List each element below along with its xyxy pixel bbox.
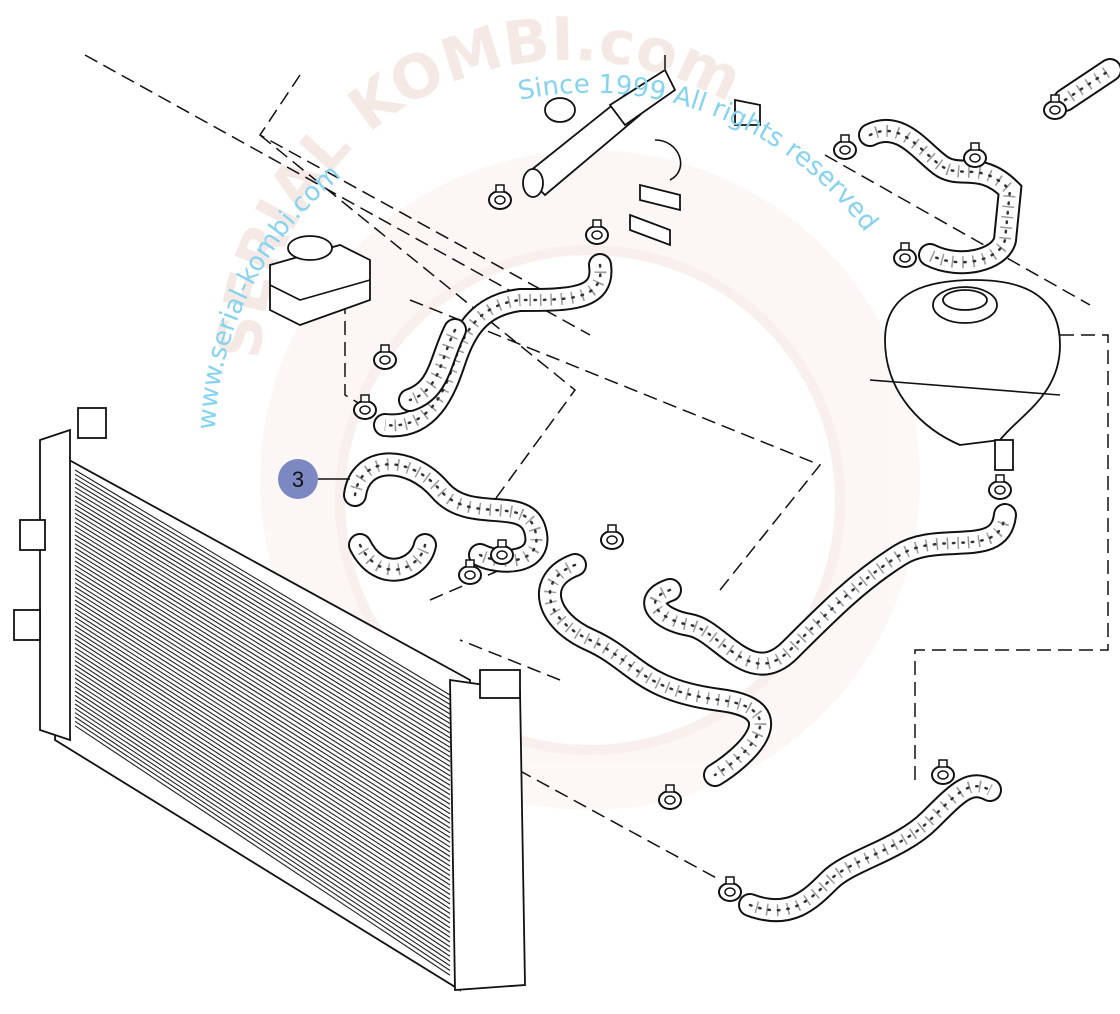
callout-3[interactable]: 3 (278, 459, 350, 499)
radiator-fin (74, 647, 451, 891)
radiator-fin (74, 595, 451, 834)
hose-clamp[interactable] (600, 524, 624, 550)
radiator-fin (74, 508, 451, 739)
radiator-fin (74, 638, 451, 881)
hose-clamp[interactable] (718, 876, 742, 902)
radiator-fin (74, 517, 451, 748)
coolant-hose[interactable] (373, 253, 613, 438)
coolant-hose[interactable] (858, 118, 1023, 275)
radiator-fin (74, 534, 451, 767)
radiator-fin (74, 473, 451, 701)
hose-clamp[interactable] (353, 394, 377, 420)
radiator-fin (74, 530, 451, 762)
radiator-fin (74, 469, 451, 696)
radiator-fin (74, 495, 451, 724)
radiator-fin (74, 590, 451, 829)
radiator-fin (74, 556, 451, 791)
radiator-fin (74, 577, 451, 815)
radiator-fin (74, 668, 451, 914)
radiator-fin (74, 699, 451, 948)
radiator-fin (74, 716, 451, 967)
radiator-fin (74, 703, 451, 952)
coolant-hose[interactable] (1053, 58, 1120, 112)
radiator-fin (74, 660, 451, 905)
radiator-fin (74, 478, 451, 705)
hose-clamp[interactable] (893, 242, 917, 268)
radiator-fin (74, 625, 451, 867)
radiator-fin (74, 486, 451, 715)
radiator-fin (74, 651, 451, 895)
hose-clamp[interactable] (963, 142, 987, 168)
radiator-fin (74, 720, 451, 971)
radiator-fin (74, 547, 451, 781)
coolant-hose[interactable] (348, 533, 437, 582)
radiator-fin (74, 582, 451, 819)
hose-clamp[interactable] (490, 539, 514, 565)
radiator-fin (74, 603, 451, 843)
power-steering-reservoir (269, 235, 371, 326)
radiator-fin (74, 525, 451, 758)
coolant-hose[interactable] (343, 452, 549, 573)
coolant-hoses (343, 58, 1120, 923)
radiator-fin (74, 690, 451, 938)
coolant-hose[interactable] (398, 318, 467, 412)
radiator-fin (74, 621, 451, 862)
hose-clamp[interactable] (458, 559, 482, 585)
radiator-fin (74, 655, 451, 900)
radiator-fin (74, 521, 451, 753)
radiator-fin (74, 694, 451, 943)
hose-clamp[interactable] (1043, 94, 1067, 120)
radiator-fin (74, 612, 451, 853)
radiator-fin (74, 673, 451, 919)
radiator-fin (74, 629, 451, 872)
hose-clamp[interactable] (833, 134, 857, 160)
radiator-fin (74, 569, 451, 805)
hose-clamp[interactable] (988, 474, 1012, 500)
radiator-fin (74, 686, 451, 933)
coolant-hose[interactable] (538, 553, 773, 787)
hose-clamp[interactable] (658, 784, 682, 810)
radiator-fin (74, 551, 451, 786)
radiator-fin (74, 616, 451, 857)
radiator-fin (74, 634, 451, 876)
radiator-fin (74, 560, 451, 796)
radiator-fin (74, 543, 451, 777)
radiator-fin (74, 664, 451, 910)
radiator-fin (74, 681, 451, 929)
radiator-fin (74, 512, 451, 743)
radiator (13, 407, 526, 992)
radiator-fin (74, 642, 451, 886)
radiator-fin (74, 599, 451, 838)
coolant-hose[interactable] (643, 503, 1017, 676)
radiator-fin (74, 499, 451, 729)
leader-lines (84, 54, 1109, 881)
radiator-fin (74, 538, 451, 772)
radiator-fin (74, 608, 451, 848)
radiator-fin (74, 491, 451, 720)
hose-clamp[interactable] (585, 219, 609, 245)
hose-clamp[interactable] (373, 344, 397, 370)
radiator-fin (74, 504, 451, 734)
radiator-fin (74, 677, 451, 924)
radiator-fin (74, 573, 451, 810)
radiator-fin (74, 482, 451, 710)
radiator-fin (74, 707, 451, 957)
coolant-hose[interactable] (738, 774, 1002, 923)
hose-clamp[interactable] (488, 184, 512, 210)
hose-clamp[interactable] (931, 759, 955, 785)
radiator-fin (74, 712, 451, 962)
radiator-fin (74, 725, 451, 976)
radiator-fin (74, 564, 451, 800)
coolant-flange (522, 68, 761, 247)
callout-label: 3 (292, 467, 304, 492)
expansion-tank (869, 279, 1061, 471)
hose-clamps (353, 94, 1067, 902)
radiator-fin (74, 586, 451, 824)
